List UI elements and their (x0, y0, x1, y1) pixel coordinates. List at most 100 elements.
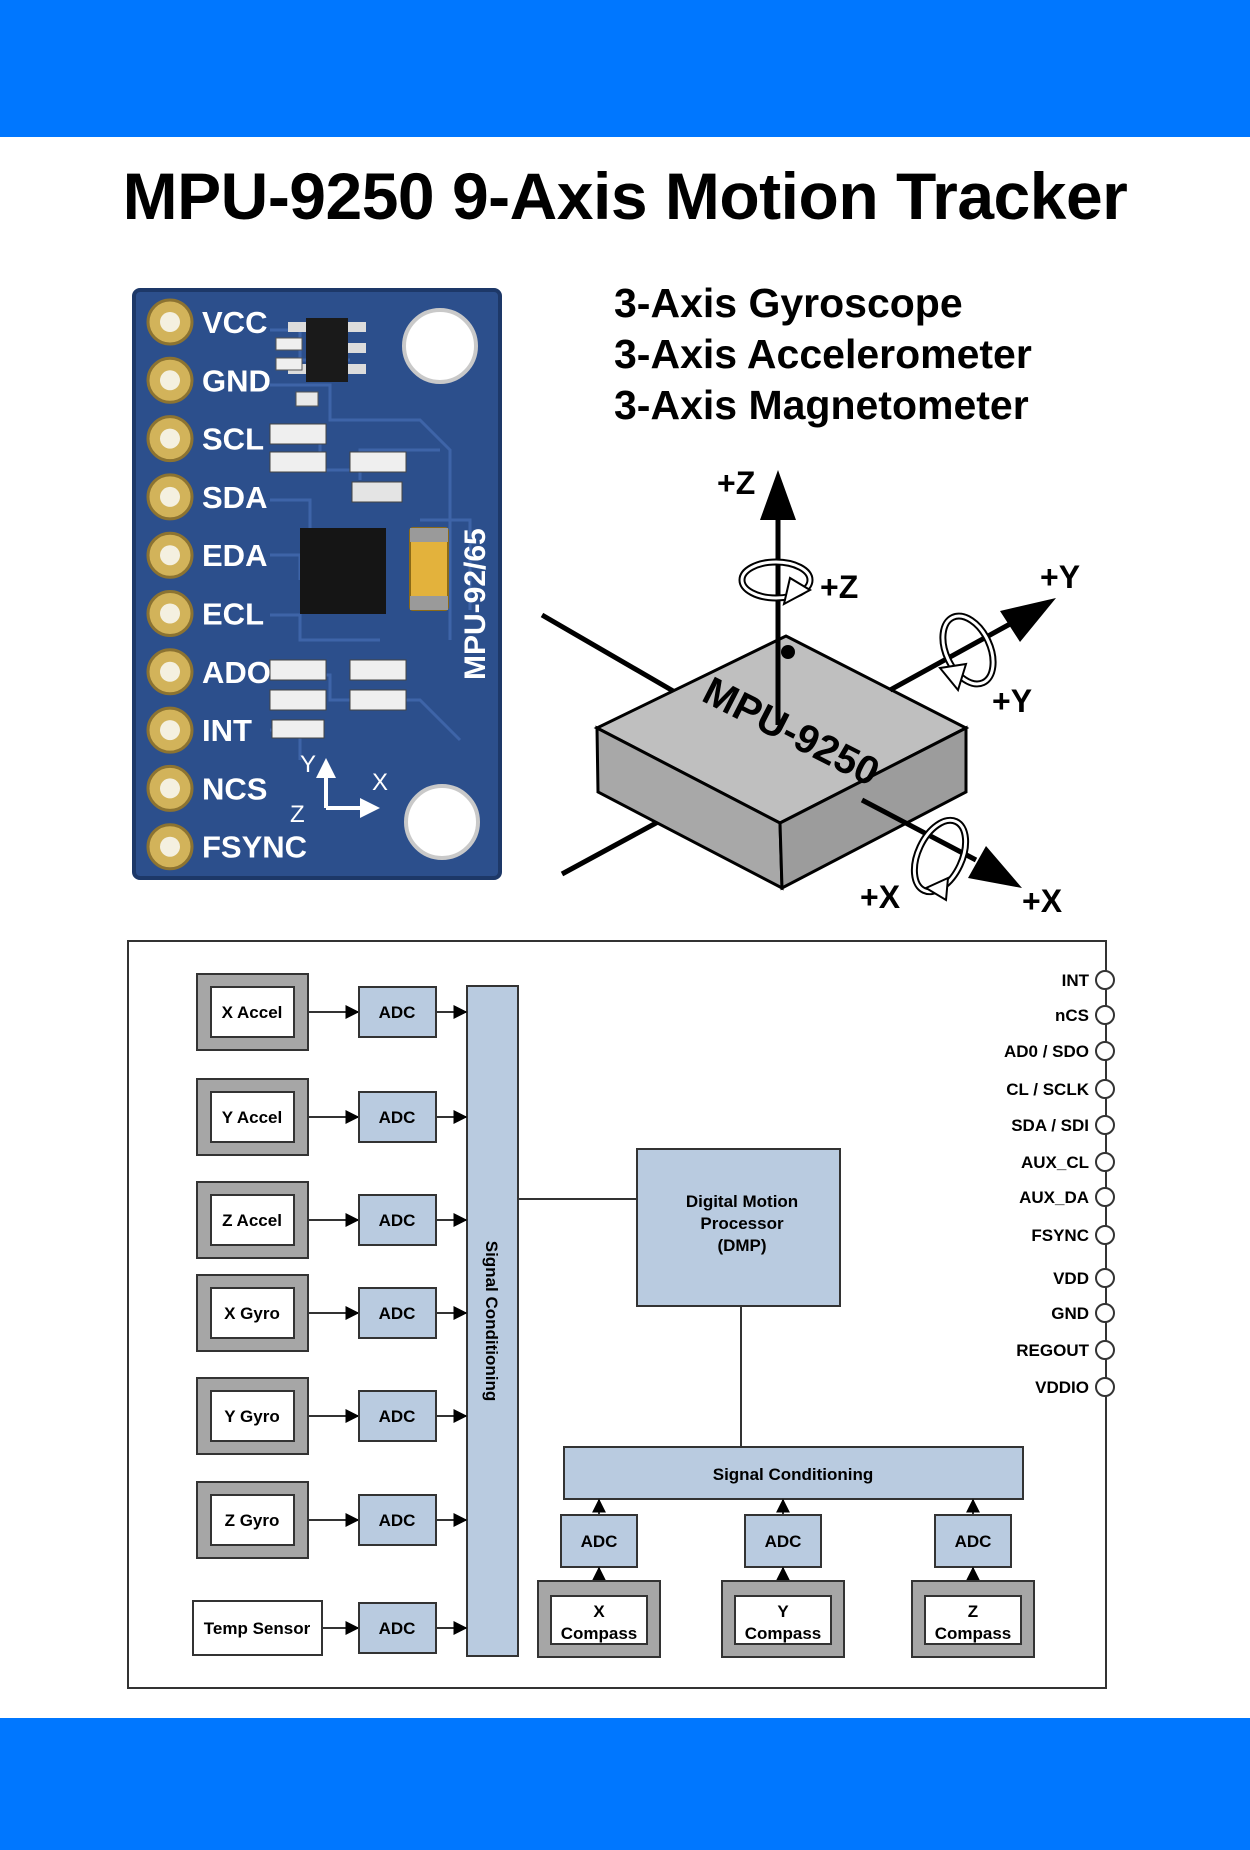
pin-connector (1095, 1079, 1115, 1099)
x-axis-line (860, 797, 978, 863)
compass-axis-label: X (593, 1602, 605, 1621)
signal-conditioning-vertical-block (466, 985, 519, 1657)
label-plus-z-rotation: +Z (820, 569, 858, 605)
board-pin-label: SCL (202, 422, 264, 457)
feature-magnetometer: 3-Axis Magnetometer (614, 382, 1029, 428)
z-rotation-arrow (738, 558, 814, 606)
sensor-label: Y Gyro (224, 1407, 279, 1426)
board-pin-label: GND (202, 363, 271, 398)
mount-hole-bottom (404, 784, 480, 860)
sensor-label: X Accel (222, 1003, 283, 1022)
pin-connector (1095, 970, 1115, 990)
sensor-inner (210, 1390, 295, 1442)
adc-block (358, 1091, 437, 1143)
regulator-chip (306, 318, 348, 382)
pin-connector (1095, 1303, 1115, 1323)
feature-accelerometer: 3-Axis Accelerometer (614, 331, 1032, 377)
sensor-inner (210, 986, 295, 1038)
signal-conditioning-horizontal-label: Signal Conditioning (713, 1465, 874, 1484)
pin-label: CL / SCLK (1006, 1080, 1090, 1099)
pin-connector (1095, 1187, 1115, 1207)
pin-connector (1095, 1152, 1115, 1172)
board-pin-label: EDA (202, 538, 267, 573)
board-pin-hole (160, 720, 180, 741)
axis-illustration: MPU-9250 +Z +Z +Y +Y +X +X (540, 465, 1080, 919)
pin-label: REGOUT (1016, 1341, 1089, 1360)
board-pin-hole (160, 661, 180, 682)
sensor-label: X Gyro (224, 1304, 280, 1323)
dmp-block (636, 1148, 841, 1307)
page-title: MPU-9250 9-Axis Motion Tracker (122, 159, 1128, 233)
sensor-label: Z Gyro (225, 1511, 280, 1530)
adc-label: ADC (379, 1211, 416, 1230)
x-axis-arrowhead (968, 846, 1022, 888)
pin-label: nCS (1055, 1006, 1089, 1025)
y-rotation-arrow (938, 612, 997, 693)
pin-label: SDA / SDI (1011, 1116, 1089, 1135)
sensor-inner (210, 1494, 295, 1546)
board-axis-glyph (316, 758, 380, 818)
label-plus-z: +Z (717, 465, 755, 501)
compass-inner (734, 1595, 832, 1645)
sensor-label: Temp Sensor (204, 1619, 311, 1638)
board-pin-label: ADO (202, 655, 271, 690)
pin-connector (1095, 1268, 1115, 1288)
pin-label: AD0 / SDO (1004, 1042, 1089, 1061)
compass-inner (924, 1595, 1022, 1645)
compass-axis-label: Z (968, 1602, 978, 1621)
adc-block (358, 1194, 437, 1246)
board-pin-hole (160, 545, 180, 566)
board-shade (132, 288, 502, 880)
feature-list: 3-Axis Gyroscope 3-Axis Accelerometer 3-… (614, 278, 1032, 431)
sensor-label: Z Accel (222, 1211, 282, 1230)
board-silk-label: MPU-92/65 (459, 528, 492, 680)
axis-line-back-upper (540, 612, 682, 698)
pin-label: AUX_CL (1021, 1153, 1089, 1172)
pin-label: GND (1051, 1304, 1089, 1323)
compass-adc-block (744, 1514, 822, 1568)
label-plus-y: +Y (1040, 559, 1080, 595)
label-plus-x-rotation: +X (860, 879, 901, 915)
pin-connector (1095, 1005, 1115, 1025)
adc-label: ADC (379, 1407, 416, 1426)
pin-connector (1095, 1340, 1115, 1360)
label-plus-y-rotation: +Y (992, 683, 1032, 719)
pin-connector (1095, 1377, 1115, 1397)
pin1-dot (781, 645, 795, 659)
compass-label: Compass (561, 1624, 638, 1643)
dmp-label-line3: (DMP) (717, 1236, 766, 1255)
pin-label: AUX_DA (1019, 1188, 1089, 1207)
adc-block (358, 986, 437, 1038)
adc-label: ADC (379, 1003, 416, 1022)
sensor-inner (210, 1194, 295, 1246)
compass-adc-block (934, 1514, 1012, 1568)
adc-block (358, 1390, 437, 1442)
board-pin-hole (160, 778, 180, 799)
board-axis-z: Z (290, 801, 305, 828)
board-pin-label: SDA (202, 480, 267, 515)
board-pin-hole (160, 312, 180, 332)
board-pin-hole (160, 603, 180, 624)
sensor-inner (210, 1091, 295, 1143)
adc-label: ADC (581, 1532, 618, 1551)
adc-block (358, 1287, 437, 1339)
z-axis-arrowhead (760, 470, 796, 520)
mpu-ic (300, 528, 386, 614)
adc-label: ADC (379, 1511, 416, 1530)
mount-hole-top (402, 308, 478, 384)
board-pin-hole (160, 370, 180, 391)
board-axis-x: X (372, 769, 388, 796)
signal-conditioning-horizontal-block (563, 1446, 1024, 1500)
board-pin-label: FSYNC (202, 830, 307, 865)
pin-label: VDD (1053, 1269, 1089, 1288)
bottom-band (0, 1718, 1250, 1850)
adc-label: ADC (379, 1304, 416, 1323)
adc-block (358, 1494, 437, 1546)
signal-conditioning-vertical-label: Signal Conditioning (482, 1241, 501, 1402)
board-pin-hole (160, 428, 180, 449)
compass-axis-label: Y (777, 1602, 789, 1621)
compass-inner (550, 1595, 648, 1645)
adc-label: ADC (379, 1108, 416, 1127)
pin-connector (1095, 1041, 1115, 1061)
